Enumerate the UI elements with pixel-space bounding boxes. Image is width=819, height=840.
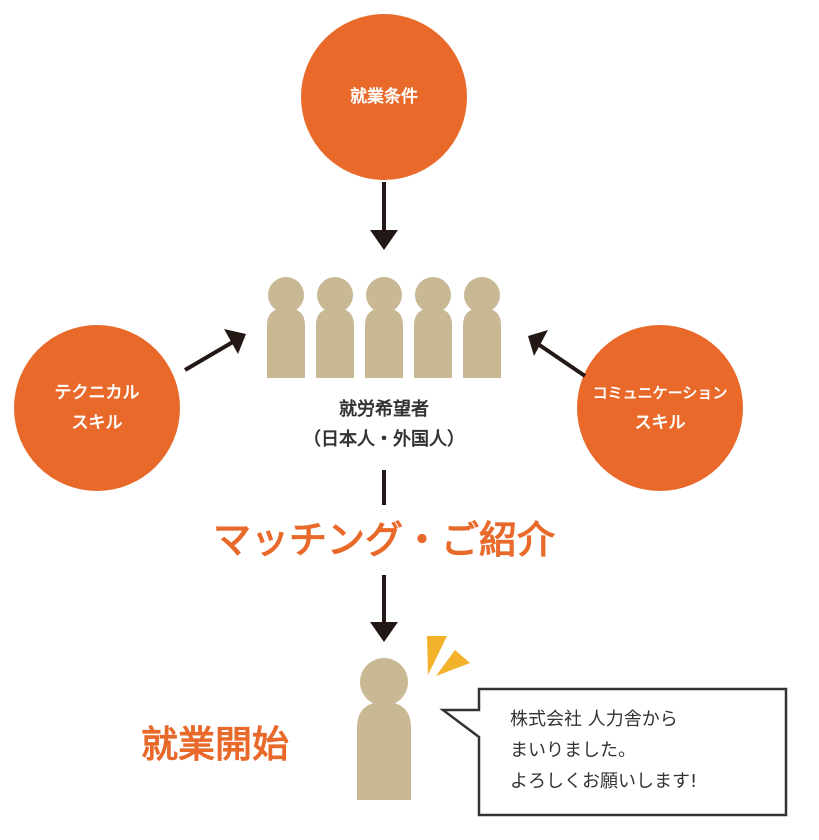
job-seeker-person-icon (316, 277, 354, 378)
spark-icon (427, 636, 470, 676)
bottom-person-icon (357, 658, 411, 800)
matching-label: マッチング・ご紹介 (212, 518, 555, 562)
communication-skill-label: コミュニケーション スキル (577, 378, 743, 438)
job-seekers-label: 就労希望者 （日本人・外国人） (234, 395, 534, 455)
technical-skill-line2: スキル (71, 413, 123, 433)
communication-skill-line1: コミュニケーション (592, 384, 728, 402)
speech-line3: よろしくお願いします! (510, 771, 698, 792)
condition-label: 就業条件 (350, 87, 418, 107)
arrow-left-head (224, 329, 246, 354)
start-label: 就業開始 (141, 723, 289, 766)
technical-skill-label: テクニカル スキル (14, 378, 180, 438)
technical-skill-circle (14, 325, 180, 491)
job-seeker-person-icon (267, 277, 305, 378)
arrow-right (533, 340, 587, 378)
speech-line2: まいりました。 (510, 740, 636, 761)
speech-line1: 株式会社 人力舎から (510, 709, 678, 730)
job-seekers-title: 就労希望者 (339, 399, 429, 420)
communication-skill-circle (577, 325, 743, 491)
job-seekers-subtitle: （日本人・外国人） (303, 429, 465, 450)
speech-text: 株式会社 人力舎から まいりました。 よろしくお願いします! (510, 704, 697, 797)
technical-skill-line1: テクニカル (54, 383, 140, 403)
speech-bubble (439, 687, 788, 817)
job-seeker-person-icon (463, 277, 501, 378)
arrow-bottom-head (370, 622, 398, 642)
condition-circle (301, 14, 467, 180)
communication-skill-line2: スキル (634, 413, 686, 433)
arrow-left (183, 337, 240, 372)
job-seeker-person-icon (414, 277, 452, 378)
arrow-right-head (528, 330, 548, 356)
arrow-top-head (370, 230, 398, 250)
job-seeker-person-icon (365, 277, 403, 378)
